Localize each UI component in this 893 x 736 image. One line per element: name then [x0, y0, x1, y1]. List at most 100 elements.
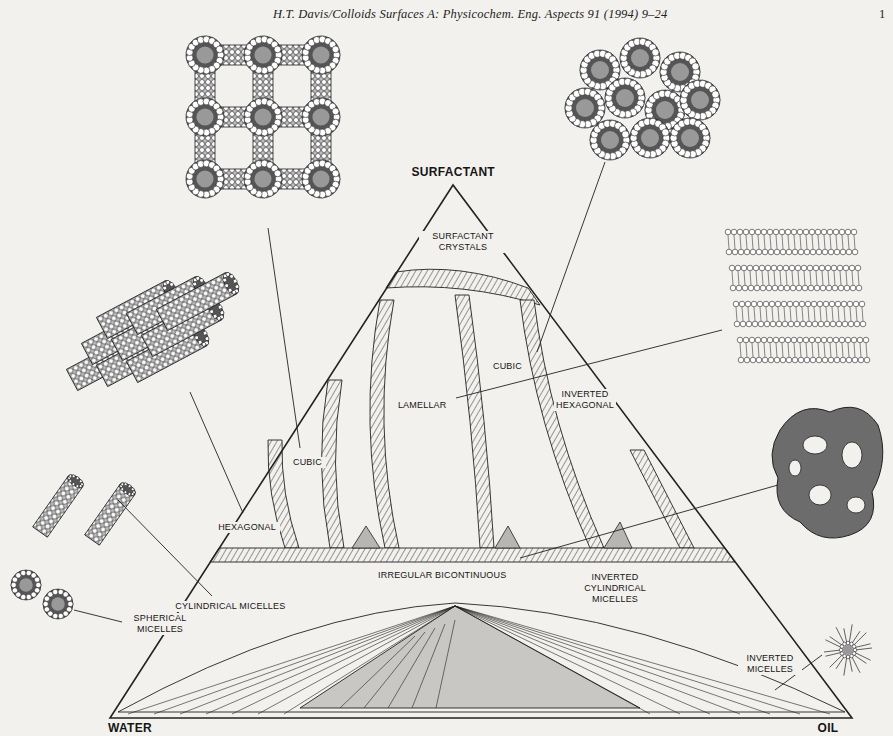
lamellar-phase-figure-part — [796, 307, 797, 321]
spherical-micelle-part — [63, 611, 68, 616]
cylindrical-micelles-figure — [33, 472, 138, 545]
spherical-micelle — [660, 52, 700, 92]
spherical-micelle-part — [312, 46, 329, 63]
lamellar-phase-figure-part — [845, 337, 851, 343]
lamellar-phase-figure-part — [753, 265, 759, 271]
lamellar-phase-figure-part — [862, 307, 863, 321]
lamellar-phase-figure-part — [779, 337, 785, 343]
lamellar-phase-figure-part — [738, 357, 744, 363]
three-phase-region — [352, 526, 380, 548]
spherical-micelle-part — [216, 108, 223, 115]
lamellar-phase-figure-part — [815, 229, 821, 235]
phase-label: LAMELLAR — [394, 400, 451, 411]
lamellar-phase-figure-part — [836, 343, 837, 357]
lamellar-phase-figure-part — [850, 307, 851, 321]
lamellar-phase-figure-part — [843, 265, 849, 271]
lamellar-phase-figure-part — [809, 229, 815, 235]
lamellar-phase-figure-part — [810, 249, 816, 255]
cylindrical-micelle-part — [224, 283, 229, 288]
cylindrical-micelle-part — [218, 305, 223, 310]
spherical-micelle-part — [656, 101, 674, 119]
spherical-micelle-part — [43, 589, 73, 619]
lamellar-phase-figure-part — [804, 357, 810, 363]
leader-line — [118, 500, 212, 596]
lamellar-phase-figure-part — [750, 271, 751, 285]
inverted-micelle-figure-part — [853, 633, 866, 646]
lamellar-phase-figure-part — [831, 265, 837, 271]
lamellar-phase-figure-part — [785, 229, 791, 235]
lamellar-phase-figure-part — [834, 249, 840, 255]
spherical-micelle-part — [670, 118, 710, 158]
spherical-micelle — [680, 80, 720, 120]
lamellar-phase-figure-part — [744, 271, 745, 285]
spherical-micelle-part — [244, 98, 282, 136]
lamellar-phase-figure-part — [742, 307, 743, 321]
spherical-micelle-part — [186, 160, 224, 198]
spherical-micelle — [244, 160, 282, 198]
tie-line — [455, 606, 740, 714]
running-head: H.T. Davis/Colloids Surfaces A: Physicoc… — [273, 7, 668, 21]
cylindrical-micelle-part — [220, 270, 242, 297]
lamellar-phase-figure-part — [731, 229, 737, 235]
tie-line — [455, 606, 650, 714]
lamellar-phase-figure-part — [811, 301, 817, 307]
tie-line — [412, 624, 445, 708]
lamellar-phase-figure-part — [863, 337, 869, 343]
lamellar-phase-figure-part — [841, 301, 847, 307]
leader-line — [268, 228, 300, 448]
lamellar-phase-figure-part — [791, 229, 797, 235]
lamellar-phase-figure-part — [824, 235, 825, 249]
spherical-micelle — [605, 78, 645, 118]
spherical-micelle-part — [645, 90, 685, 130]
spherical-micelle-part — [53, 613, 58, 618]
lamellar-phase-figure-part — [768, 249, 774, 255]
lamellar-phase-figure-part — [840, 357, 846, 363]
cylindrical-micelle-part — [229, 274, 234, 279]
spherical-micelle — [186, 36, 224, 74]
inverted-micelle-figure-part — [855, 648, 872, 650]
spherical-micelle-part — [26, 570, 31, 575]
inverted-micelle-figure-part — [830, 637, 843, 646]
bicontinuous-sponge-figure-part — [772, 407, 883, 538]
leader-lines — [74, 162, 822, 690]
tie-line — [455, 606, 770, 714]
cylindrical-micelle-part — [72, 474, 76, 478]
lamellar-phase-figure-part — [794, 321, 800, 327]
lamellar-phase-figure-part — [812, 321, 818, 327]
lamellar-phase-figure-part — [752, 235, 753, 249]
lamellar-phase-figure-part — [746, 343, 747, 357]
spherical-micelle-part — [312, 170, 329, 187]
spherical-micelle-part — [274, 108, 281, 115]
lamellar-phase-figure-part — [771, 265, 777, 271]
lamellar-phase-figure-part — [744, 357, 750, 363]
spherical-micelle-part — [671, 63, 689, 81]
spherical-micelle-part — [580, 50, 620, 90]
spherical-micelle-part — [186, 36, 224, 74]
inverted-micelle-figure-part — [825, 640, 841, 648]
spherical-micelle — [302, 160, 340, 198]
lamellar-phase-figure-part — [840, 249, 846, 255]
inverted-micelle-figure-part — [844, 628, 847, 643]
lamellar-phase-figure-part — [739, 301, 745, 307]
spherical-micelle-part — [68, 601, 73, 606]
lamellar-phase-figure-part — [797, 229, 803, 235]
cylindrical-micelle — [156, 270, 242, 331]
phase-label: CUBIC — [488, 361, 526, 372]
inverted-micelle-figure-part — [852, 631, 861, 644]
lamellar-phase-figure-part — [835, 301, 841, 307]
spherical-micelle-part — [53, 589, 58, 594]
lamellar-phase-figure-part — [850, 285, 856, 291]
lamellar-phase-figure-part — [751, 301, 757, 307]
lamellar-phase-figure-part — [734, 321, 740, 327]
lamellar-phase-figure-part — [764, 321, 770, 327]
lamellar-phase-figure-part — [808, 285, 814, 291]
spherical-micelle-part — [692, 63, 699, 70]
spherical-micelle-part — [662, 129, 669, 136]
lamellar-phase-figure-part — [828, 271, 829, 285]
lamellar-phase-figure-part — [757, 301, 763, 307]
spherical-micelle-part — [332, 46, 339, 53]
spherical-micelle-part — [12, 588, 17, 593]
leader-line — [537, 162, 605, 352]
lamellar-phase-figure-part — [766, 307, 767, 321]
